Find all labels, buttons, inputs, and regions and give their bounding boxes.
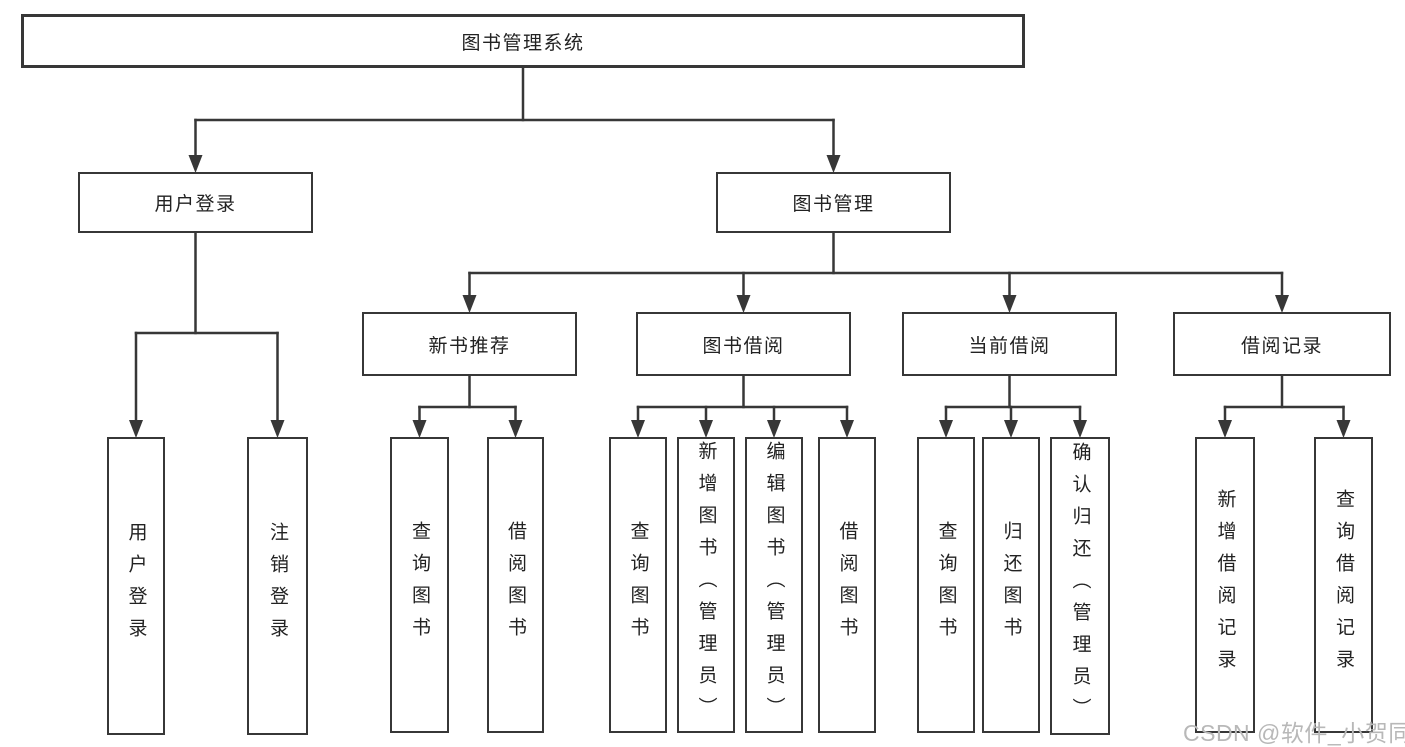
- arrowhead-to-borrow-record: [1275, 295, 1289, 313]
- node-label-v-edit-book: 编辑图书（管理员）: [763, 441, 785, 729]
- arrowhead-to-v-logout: [270, 420, 285, 438]
- arrowhead-to-book-mgmt: [826, 155, 841, 173]
- arrowhead-to-v-query-books-2: [631, 420, 645, 438]
- node-book-borrow: 图书借阅: [636, 312, 851, 376]
- node-label-v-query-books-2: 查询图书: [627, 521, 649, 649]
- arrowhead-to-v-user-login: [129, 420, 143, 438]
- connectors-from-book-borrow: [631, 374, 854, 438]
- connectors-from-borrow-record: [1218, 374, 1351, 438]
- node-label-v-confirm-return: 确认归还（管理员）: [1069, 442, 1091, 730]
- arrowhead-to-v-confirm-return: [1073, 420, 1087, 438]
- arrowhead-to-v-edit-book: [767, 420, 781, 438]
- arrowhead-to-v-query-books-3: [939, 420, 953, 438]
- node-label-book-mgmt: 图书管理: [792, 194, 875, 215]
- arrowhead-to-current-borrow: [1002, 295, 1017, 313]
- node-v-return-book: 归还图书: [982, 437, 1040, 733]
- node-v-borrow-books-2: 借阅图书: [818, 437, 876, 733]
- connectors-from-current-borrow: [939, 374, 1087, 438]
- node-v-add-book: 新增图书（管理员）: [677, 437, 735, 733]
- node-label-current-borrow: 当前借阅: [968, 335, 1051, 357]
- node-label-v-query-books-1: 查询图书: [409, 521, 430, 649]
- node-label-v-return-book: 归还图书: [1000, 521, 1022, 649]
- connectors-from-user-login: [129, 231, 285, 438]
- node-label-v-user-login: 用户登录: [125, 522, 147, 650]
- node-label-book-borrow: 图书借阅: [702, 335, 785, 357]
- node-user-login: 用户登录: [78, 172, 313, 233]
- node-v-user-login: 用户登录: [107, 437, 165, 735]
- arrowhead-to-book-borrow: [736, 295, 751, 313]
- connectors-from-book-mgmt: [462, 231, 1289, 313]
- arrowhead-to-v-query-books-1: [412, 420, 427, 438]
- node-label-v-query-books-3: 查询图书: [935, 521, 957, 649]
- node-label-v-logout: 注销登录: [267, 522, 288, 650]
- node-label-v-query-borrow-record: 查询借阅记录: [1333, 489, 1354, 681]
- node-borrow-record: 借阅记录: [1173, 312, 1391, 376]
- node-v-add-borrow-record: 新增借阅记录: [1195, 437, 1255, 733]
- node-label-user-login: 用户登录: [154, 194, 237, 215]
- node-new-book-rec: 新书推荐: [362, 312, 577, 376]
- node-label-v-add-book: 新增图书（管理员）: [695, 441, 717, 729]
- node-label-v-add-borrow-record: 新增借阅记录: [1214, 489, 1236, 681]
- node-label-root: 图书管理系统: [461, 32, 585, 54]
- connectors-from-new-book-rec: [412, 374, 523, 438]
- arrowhead-to-user-login: [188, 155, 203, 173]
- node-root: 图书管理系统: [21, 14, 1025, 68]
- node-v-query-books-2: 查询图书: [609, 437, 667, 733]
- arrowhead-to-v-query-borrow-record: [1336, 420, 1351, 438]
- arrowhead-to-v-add-book: [699, 420, 713, 438]
- node-label-v-borrow-books-2: 借阅图书: [836, 521, 858, 649]
- arrowhead-to-new-book-rec: [462, 295, 477, 313]
- node-v-edit-book: 编辑图书（管理员）: [745, 437, 803, 733]
- node-current-borrow: 当前借阅: [902, 312, 1117, 376]
- arrowhead-to-v-borrow-books-2: [840, 420, 854, 438]
- node-label-borrow-record: 借阅记录: [1240, 335, 1323, 357]
- arrowhead-to-v-borrow-books-1: [508, 420, 523, 438]
- node-v-confirm-return: 确认归还（管理员）: [1050, 437, 1110, 735]
- node-label-v-borrow-books-1: 借阅图书: [505, 521, 526, 649]
- node-book-mgmt: 图书管理: [716, 172, 951, 233]
- connectors-from-root: [188, 66, 841, 173]
- node-v-borrow-books-1: 借阅图书: [487, 437, 544, 733]
- node-label-new-book-rec: 新书推荐: [428, 335, 511, 357]
- arrowhead-to-v-add-borrow-record: [1218, 420, 1232, 438]
- node-v-logout: 注销登录: [247, 437, 308, 735]
- node-v-query-books-3: 查询图书: [917, 437, 975, 733]
- node-v-query-books-1: 查询图书: [390, 437, 449, 733]
- node-v-query-borrow-record: 查询借阅记录: [1314, 437, 1373, 733]
- watermark: CSDN @软件_小贺同学: [1183, 720, 1405, 746]
- arrowhead-to-v-return-book: [1004, 420, 1018, 438]
